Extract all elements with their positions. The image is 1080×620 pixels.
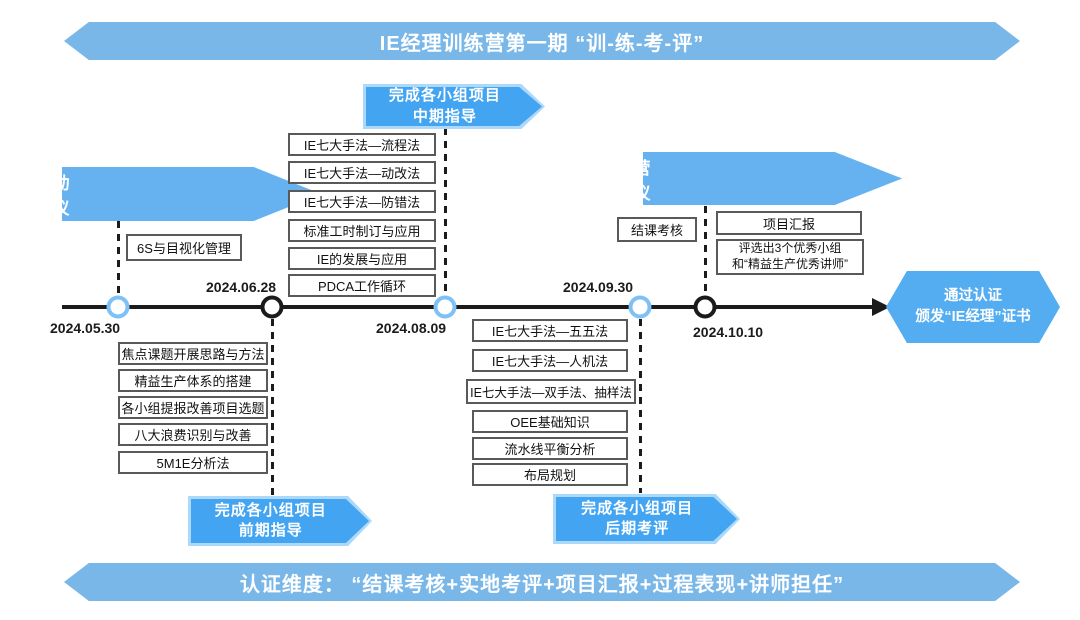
course-box-stage2-0: 焦点课题开展思路与方法 <box>118 342 268 365</box>
page-title: IE经理训练营第一期 “训-练-考-评” <box>379 32 705 55</box>
closing-ceremony-arrow: 结营仪式 <box>643 152 903 205</box>
milestone-node-5 <box>693 295 717 319</box>
course-box-stage4-2: IE七大手法—双手法、抽样法 <box>466 379 636 404</box>
timeline-axis <box>62 305 874 309</box>
footer-banner: 认证维度： “结课考核+实地考评+项目汇报+过程表现+讲师担任” <box>64 563 1020 601</box>
course-box-stage2-4: 5M1E分析法 <box>118 451 268 474</box>
late-review-line2: 后期考评 <box>605 520 670 537</box>
course-box-stage2-2: 各小组提报改善项目选题 <box>118 396 268 419</box>
late-review-banner: 完成各小组项目 后期考评 <box>553 494 740 544</box>
certificate-line2: 颁发“IE经理”证书 <box>915 309 1031 325</box>
course-box-stage4-5: 布局规划 <box>472 463 628 486</box>
connector-closing-ceremony <box>704 206 707 297</box>
course-box-stage4-3: OEE基础知识 <box>472 410 628 433</box>
course-box-stage2-1: 精益生产体系的搭建 <box>118 369 268 392</box>
course-box-stage3-4: IE的发展与应用 <box>288 247 436 270</box>
connector-early-guidance <box>271 319 274 495</box>
start-ceremony-label: 启动仪式 <box>52 149 72 243</box>
start-ceremony-arrow: 启动仪式 <box>62 167 322 221</box>
award-line2: 和“精益生产优秀讲师” <box>732 257 848 271</box>
mid-guidance-banner: 完成各小组项目 中期指导 <box>363 84 545 129</box>
connector-start-ceremony <box>117 221 120 297</box>
course-box-stage4-1: IE七大手法—人机法 <box>472 349 628 372</box>
milestone-date-2: 2024.06.28 <box>206 279 277 295</box>
course-box-stage3-3: 标准工时制订与应用 <box>288 219 436 242</box>
closing-ceremony-label: 结营仪式 <box>633 133 653 203</box>
milestone-node-1 <box>106 295 130 319</box>
course-box-award: 评选出3个优秀小组 和“精益生产优秀讲师” <box>716 239 864 275</box>
award-line1: 评选出3个优秀小组 <box>738 241 842 256</box>
course-box-stage3-1: IE七大手法—动改法 <box>288 161 436 184</box>
course-box-stage2-3: 八大浪费识别与改善 <box>118 423 268 446</box>
mid-guidance-line2: 中期指导 <box>412 107 477 125</box>
milestone-date-4: 2024.09.30 <box>563 279 634 295</box>
course-box-project-report: 项目汇报 <box>716 211 862 235</box>
course-box-stage1-0: 6S与目视化管理 <box>126 234 242 261</box>
mid-guidance-line1: 完成各小组项目 <box>388 87 501 105</box>
milestone-date-5: 2024.10.10 <box>693 324 764 340</box>
early-guidance-banner: 完成各小组项目 前期指导 <box>188 496 372 546</box>
course-box-stage3-2: IE七大手法—防错法 <box>288 190 436 213</box>
course-box-stage3-0: IE七大手法—流程法 <box>288 133 436 156</box>
early-guidance-line2: 前期指导 <box>238 522 303 539</box>
milestone-date-3: 2024.08.09 <box>376 320 447 336</box>
milestone-node-2 <box>260 295 284 319</box>
connector-mid-guidance <box>444 128 447 297</box>
connector-late-review <box>639 319 642 493</box>
course-box-final-exam: 结课考核 <box>617 217 697 242</box>
early-guidance-line1: 完成各小组项目 <box>214 501 327 519</box>
milestone-node-4 <box>628 295 652 319</box>
milestone-date-1: 2024.05.30 <box>50 320 121 336</box>
course-box-stage3-5: PDCA工作循环 <box>288 274 436 297</box>
certificate-line1: 通过认证 <box>944 287 1002 304</box>
course-box-stage4-0: IE七大手法—五五法 <box>472 319 628 342</box>
certificate-banner: 通过认证 颁发“IE经理”证书 <box>886 271 1060 343</box>
timeline-arrowhead-icon <box>872 298 890 316</box>
course-box-stage4-4: 流水线平衡分析 <box>472 437 628 460</box>
milestone-node-3 <box>433 295 457 319</box>
title-banner: IE经理训练营第一期 “训-练-考-评” <box>64 22 1020 60</box>
late-review-line1: 完成各小组项目 <box>581 499 694 517</box>
footer-title: 认证维度： “结课考核+实地考评+项目汇报+过程表现+讲师担任” <box>239 573 845 596</box>
